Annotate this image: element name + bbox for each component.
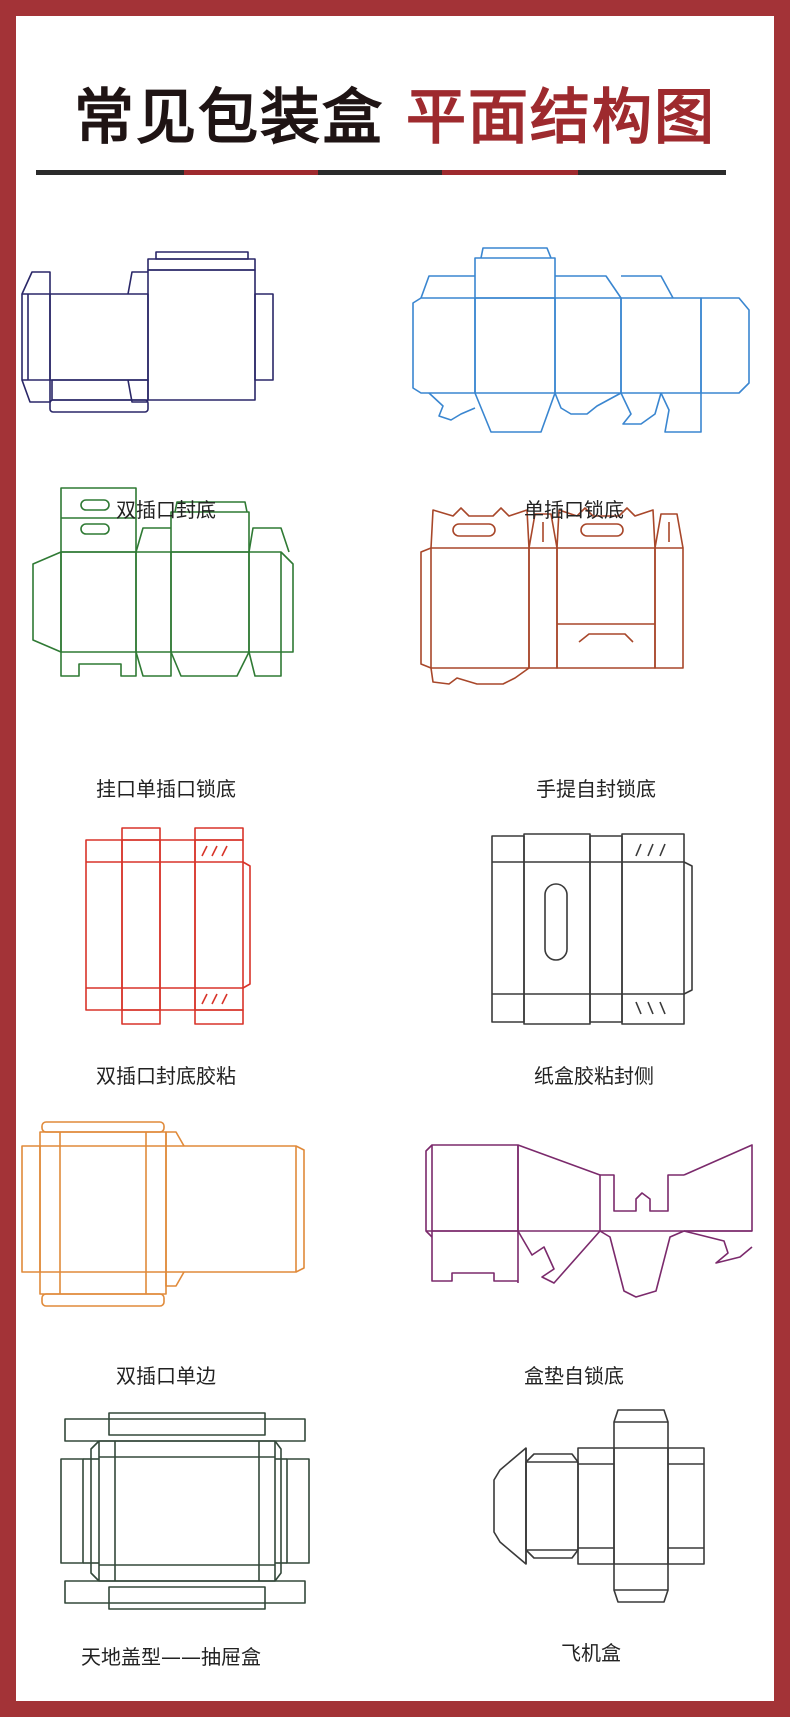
diagram-hanger-single-tuck-lock-bottom <box>31 484 299 684</box>
diagram-double-tuck-bottom <box>20 238 282 428</box>
diagram-lid-base-drawer-box <box>59 1411 311 1611</box>
page-title-dark: 常见包装盒 <box>74 83 384 153</box>
diagram-label: 双插口封底 <box>116 498 216 522</box>
divider-segment <box>184 170 318 175</box>
diagram-label: 飞机盒 <box>561 1641 621 1665</box>
diagram-label: 盒垫自锁底 <box>524 1364 624 1388</box>
divider-segment <box>578 170 726 175</box>
diagram-label: 纸盒胶粘封侧 <box>534 1064 654 1088</box>
diagram-double-tuck-single-side <box>20 1110 306 1318</box>
divider-segment <box>36 170 184 175</box>
diagram-label: 天地盖型——抽屉盒 <box>81 1645 261 1669</box>
diagram-label: 双插口封底胶粘 <box>96 1064 236 1088</box>
diagram-double-tuck-glued <box>84 826 264 1028</box>
diagram-single-tuck-lock-bottom <box>411 238 751 438</box>
diagram-handle-self-lock-bottom <box>419 494 739 694</box>
diagram-label: 单插口锁底 <box>524 498 624 522</box>
content-card: 常见包装盒平面结构图 <box>16 16 774 1701</box>
diagram-label: 双插口单边 <box>116 1364 216 1388</box>
page-title: 常见包装盒平面结构图 <box>16 78 774 158</box>
diagram-airplane-box <box>490 1408 728 1604</box>
diagram-glued-side-seal <box>490 828 700 1030</box>
diagram-pad-self-lock-bottom <box>424 1141 754 1313</box>
divider-segment <box>318 170 442 175</box>
page-title-red: 平面结构图 <box>406 83 716 153</box>
diagram-label: 手提自封锁底 <box>536 777 656 801</box>
divider-segment <box>442 170 578 175</box>
diagram-label: 挂口单插口锁底 <box>96 777 236 801</box>
